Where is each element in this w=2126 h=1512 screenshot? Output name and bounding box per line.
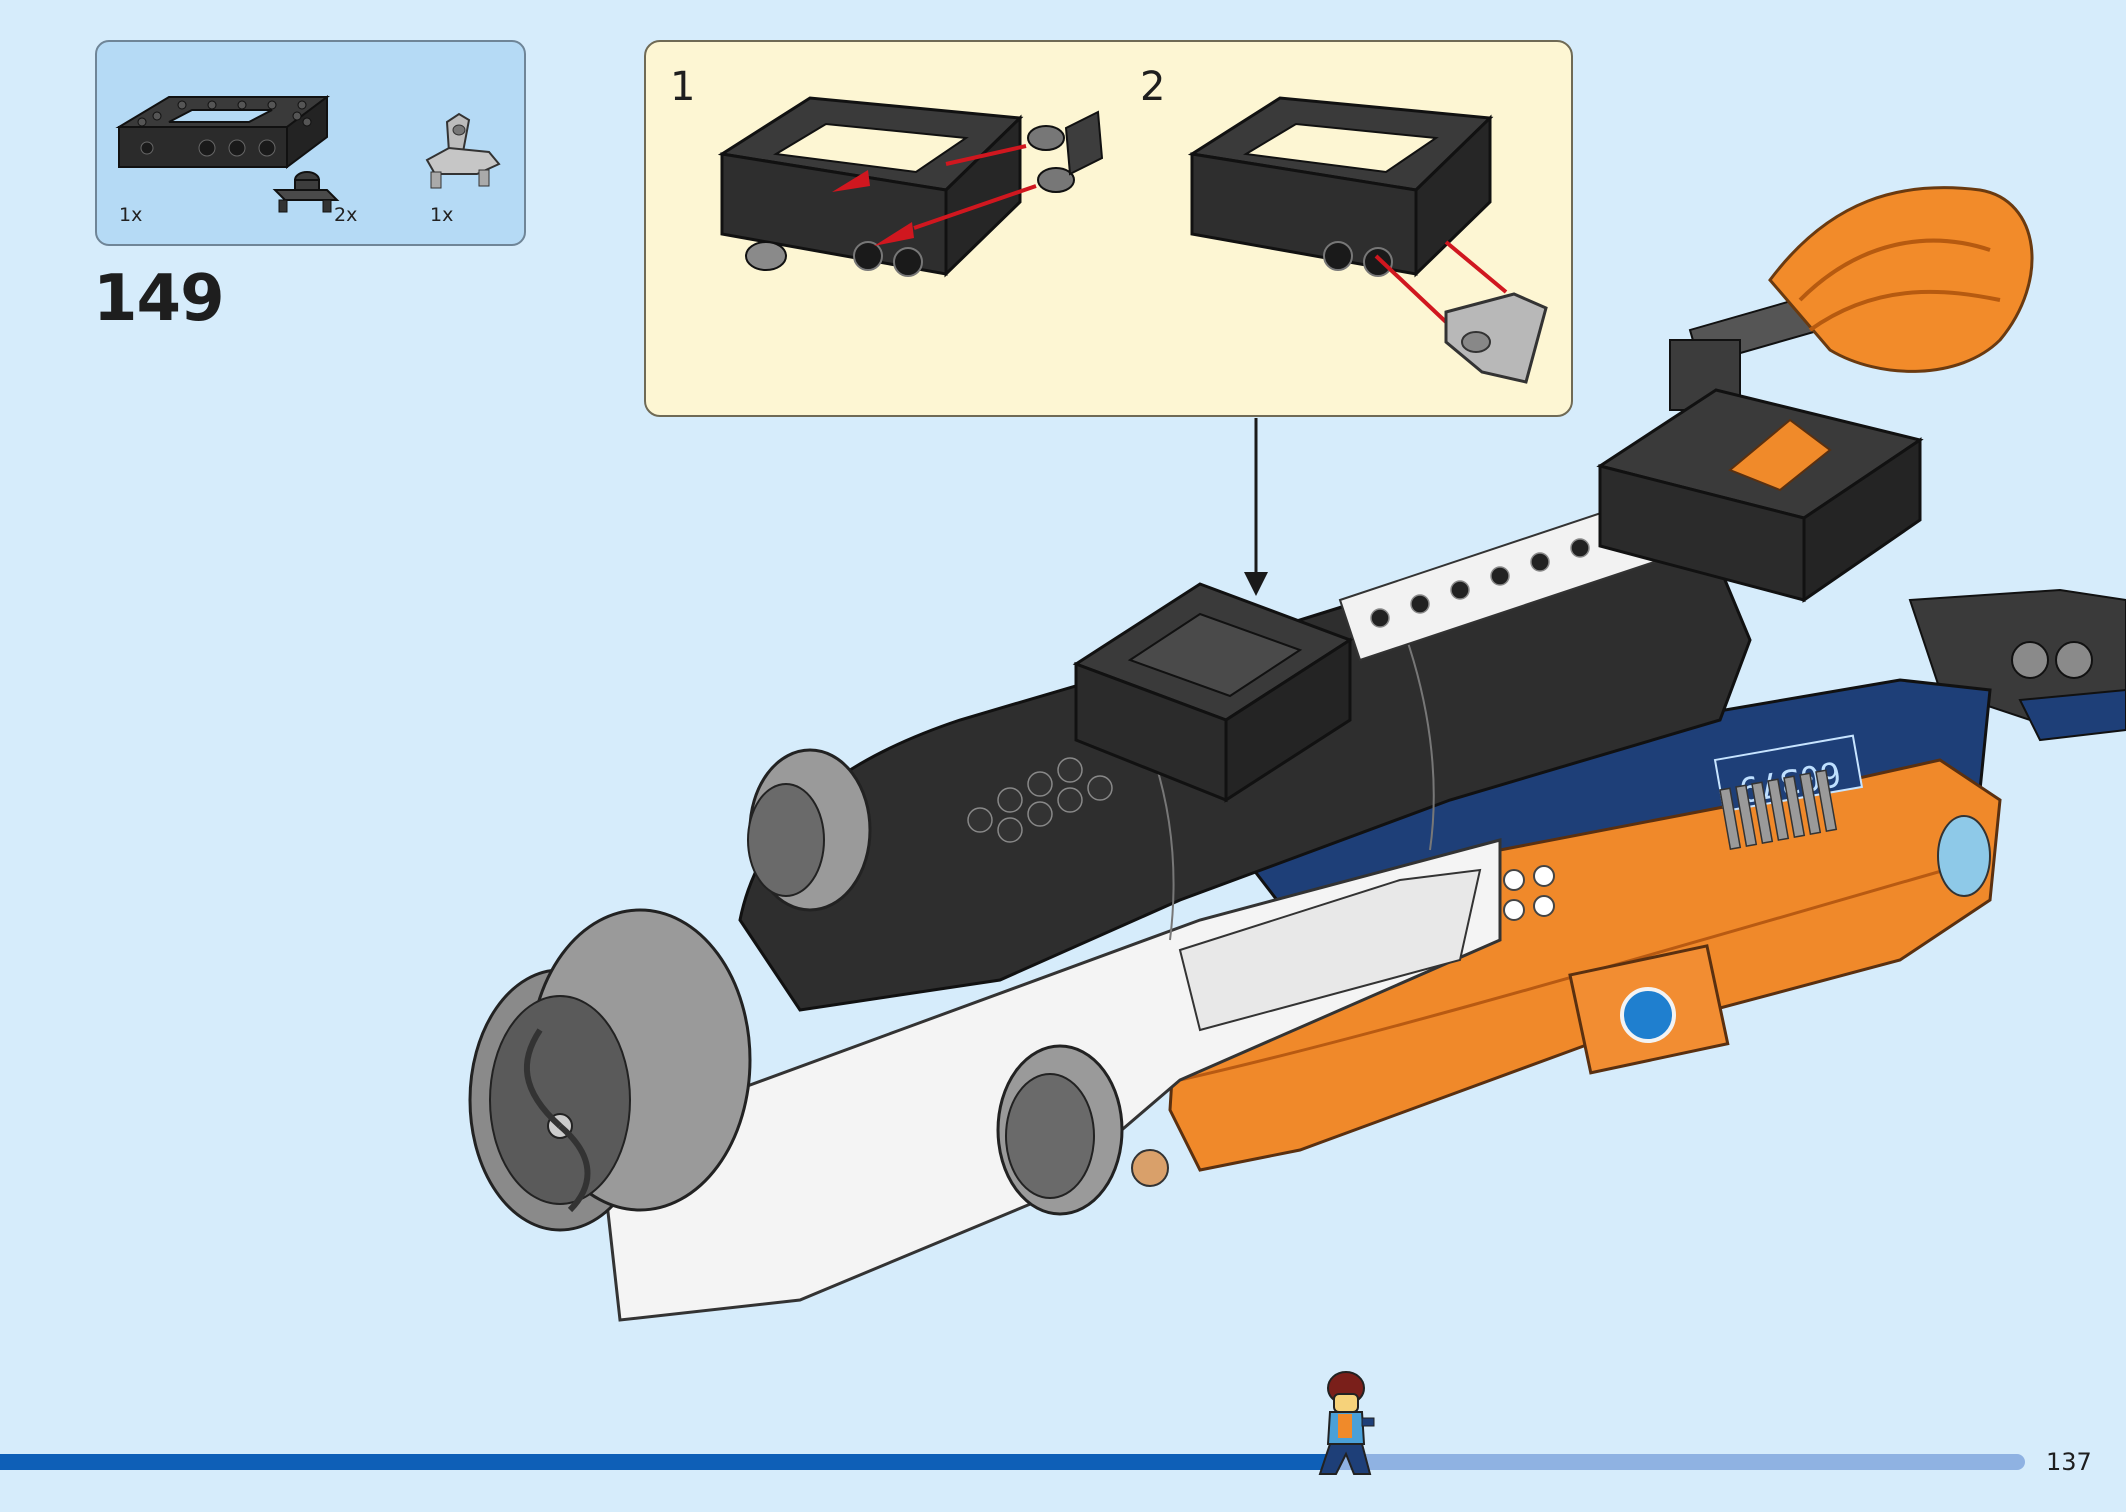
parts-illustration <box>115 95 501 213</box>
page-number: 137 <box>2046 1448 2092 1476</box>
bracket-part <box>425 112 501 189</box>
minifigure-icon <box>1318 1371 1375 1475</box>
substep-2-frame <box>1187 96 1548 384</box>
front-wheel-small <box>996 1044 1169 1216</box>
part-quantity: 2x <box>334 204 358 226</box>
claw-arm <box>1669 186 2034 411</box>
part-quantity: 1x <box>430 204 454 226</box>
connector-part <box>272 171 340 213</box>
part-quantity: 1x <box>119 204 143 226</box>
substep-number: 1 <box>670 64 696 110</box>
rear-thruster <box>1937 815 1991 897</box>
progress-fill <box>0 1454 1337 1470</box>
substep-number: 2 <box>1140 64 1166 110</box>
front-wheel-large <box>468 908 752 1232</box>
top-frame-brick <box>1072 582 1354 803</box>
substep-1-frame <box>717 96 1104 278</box>
subassembly-callout: 1 2 <box>644 40 1573 417</box>
arrow-head-icon <box>1244 572 1268 596</box>
parts-list-box: 1x 2x 1x <box>95 40 526 246</box>
step-number: 149 <box>93 262 225 336</box>
progress-bar <box>0 1454 2025 1470</box>
technic-frame-part <box>115 95 330 169</box>
rear-wheel <box>747 748 872 912</box>
logo-emblem <box>1620 987 1676 1043</box>
callout-illustration <box>717 96 1548 384</box>
rear-frame-brick <box>1596 388 1924 603</box>
